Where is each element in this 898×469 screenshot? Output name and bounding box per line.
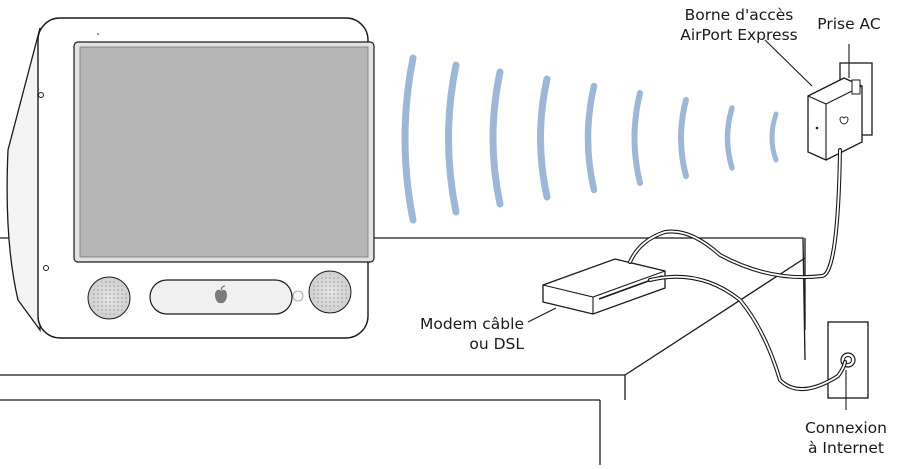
label-internet: Connexion à Internet [798, 418, 894, 458]
airport-express-base-station [807, 77, 863, 161]
label-modem-line-1: Modem câble [420, 315, 524, 333]
label-base-station: Borne d'accès AirPort Express [680, 5, 798, 45]
wireless-signal-icon [401, 54, 779, 224]
label-ac-outlet: Prise AC [806, 14, 892, 34]
cables [628, 148, 847, 392]
leader-modem [527, 307, 557, 323]
label-modem: Modem câble ou DSL [396, 314, 524, 354]
label-ac-outlet-line-1: Prise AC [817, 15, 881, 33]
leader-lines [527, 39, 850, 410]
cable-modem [542, 258, 666, 315]
internet-wall-jack [827, 321, 869, 399]
label-base-station-line-1: Borne d'accès [684, 6, 794, 24]
emac-computer [6, 17, 375, 339]
label-modem-line-2: ou DSL [469, 335, 524, 353]
leader-base-station [764, 39, 813, 87]
label-base-station-line-2: AirPort Express [680, 26, 798, 44]
label-internet-line-1: Connexion [804, 419, 887, 437]
apple-logo-icon [215, 285, 227, 304]
label-internet-line-2: à Internet [808, 439, 884, 457]
